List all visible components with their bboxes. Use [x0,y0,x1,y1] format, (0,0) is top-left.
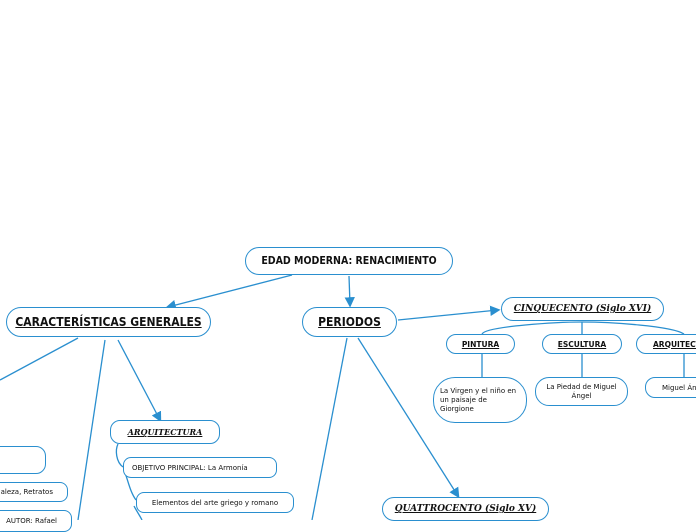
caracteristicas-node[interactable]: CARACTERÍSTICAS GENERALES [6,307,211,337]
caracteristicas-child-2[interactable]: aleza, Retratos [0,482,68,502]
pintura-node[interactable]: PINTURA [446,334,515,354]
root-node[interactable]: EDAD MODERNA: RENACIMIENTO [245,247,453,275]
arquitectura-cinquecento-node[interactable]: ARQUITECTURA [636,334,696,354]
periodos-node[interactable]: PERIODOS [302,307,397,337]
escultura-node[interactable]: ESCULTURA [542,334,622,354]
arquitectura-cinquecento-detail[interactable]: Miguel Án [645,377,696,398]
arquitectura-objetivo[interactable]: OBJETIVO PRINCIPAL: La Armonía [123,457,277,478]
arquitectura-elementos[interactable]: Elementos del arte griego y romano [136,492,294,513]
caracteristicas-child-3[interactable]: AUTOR: Rafael [0,510,72,532]
pintura-detail[interactable]: La Virgen y el niño en un paisaje de Gio… [433,377,527,423]
arquitectura-node[interactable]: ARQUITECTURA [110,420,220,444]
caracteristicas-child-1[interactable] [0,446,46,474]
quattrocento-node[interactable]: QUATTROCENTO (Siglo XV) [382,497,549,521]
escultura-detail[interactable]: La Piedad de Miguel Ángel [535,377,628,406]
cinquecento-node[interactable]: CINQUECENTO (Siglo XVI) [501,297,664,321]
